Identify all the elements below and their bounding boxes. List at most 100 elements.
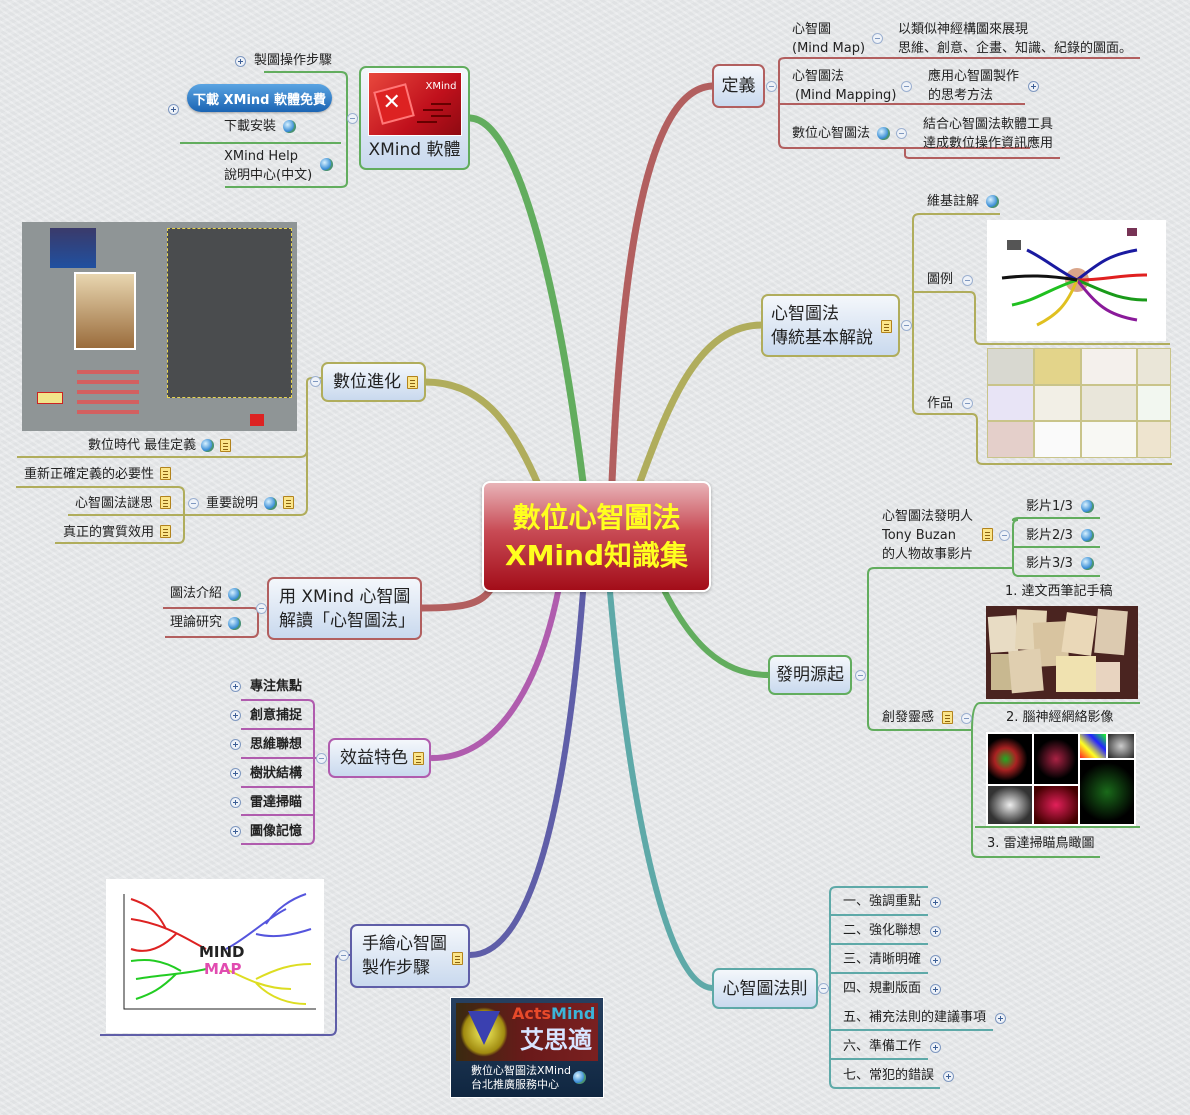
benefit-item[interactable]: 專注焦點 — [250, 679, 303, 694]
rule-item[interactable]: 六、準備工作 — [843, 1039, 922, 1054]
globe-link-icon[interactable] — [877, 127, 890, 140]
globe-link-icon[interactable] — [573, 1071, 586, 1084]
origin-video[interactable]: 影片2/3 — [1026, 528, 1073, 543]
note-icon[interactable] — [160, 525, 171, 538]
origin-inventor[interactable]: 心智圖法發明人 Tony Buzan 的人物故事影片 — [882, 509, 974, 562]
benefit-item[interactable]: 圖像記憶 — [250, 824, 303, 839]
topic-benefits[interactable]: 效益特色 — [328, 738, 431, 778]
rule-item[interactable]: 四、規劃版面 — [843, 981, 922, 996]
collapse-digital-icon[interactable] — [310, 376, 321, 387]
topic-traditional[interactable]: 心智圖法 傳統基本解說 — [761, 294, 900, 357]
digital-effect[interactable]: 真正的實質效用 — [63, 525, 155, 540]
expand-benefit-icon[interactable] — [230, 797, 241, 808]
collapse-handdraw-icon[interactable] — [338, 950, 349, 961]
collapse-rules-icon[interactable] — [818, 983, 829, 994]
topic-digital-evolution[interactable]: 數位進化 — [321, 362, 426, 402]
globe-link-icon[interactable] — [264, 497, 277, 510]
collapse-example-icon[interactable] — [962, 275, 973, 286]
inspiration-radar[interactable]: 3. 雷達掃瞄鳥瞰圖 — [987, 836, 1095, 851]
note-icon[interactable] — [881, 320, 892, 333]
globe-link-icon[interactable] — [986, 195, 999, 208]
def-digital-desc[interactable]: 結合心智圖法軟體工具 達成數位操作資訊應用 — [923, 117, 1054, 151]
expand-benefit-icon[interactable] — [230, 768, 241, 779]
inspiration-davinci[interactable]: 1. 達文西筆記手稿 — [1005, 584, 1113, 599]
central-topic[interactable]: 數位心智圖法 XMind知識集 — [482, 481, 711, 592]
topic-rules[interactable]: 心智圖法則 — [712, 968, 818, 1009]
xmind-help[interactable]: XMind Help 說明中心(中文) — [224, 149, 313, 183]
expand-steps-icon[interactable] — [235, 56, 246, 67]
expand-benefit-icon[interactable] — [230, 681, 241, 692]
collapse-works-icon[interactable] — [962, 398, 973, 409]
expand-rule-icon[interactable] — [930, 984, 941, 995]
benefit-item[interactable]: 創意捕捉 — [250, 708, 303, 723]
note-icon[interactable] — [220, 439, 231, 452]
def-mindmap-desc[interactable]: 以類似神經構圖來展現 思維、創意、企畫、知識、紀錄的圖面。 — [898, 22, 1133, 56]
note-icon[interactable] — [283, 496, 294, 509]
xmind-steps[interactable]: 製圖操作步驟 — [254, 53, 333, 68]
globe-link-icon[interactable] — [320, 158, 333, 171]
topic-interpret[interactable]: 用 XMind 心智圖 解讀「心智圖法」 — [267, 577, 422, 640]
topic-definition[interactable]: 定義 — [712, 64, 765, 108]
expand-mindmapping-desc-icon[interactable] — [1028, 81, 1039, 92]
expand-rule-icon[interactable] — [943, 1071, 954, 1082]
inspiration-neural[interactable]: 2. 腦神經網絡影像 — [1006, 710, 1114, 725]
globe-link-icon[interactable] — [228, 588, 241, 601]
collapse-xmind-icon[interactable] — [347, 113, 358, 124]
note-icon[interactable] — [452, 952, 463, 965]
note-icon[interactable] — [413, 752, 424, 765]
globe-link-icon[interactable] — [1081, 529, 1094, 542]
rule-item[interactable]: 三、清晰明確 — [843, 952, 922, 967]
globe-link-icon[interactable] — [1081, 557, 1094, 570]
expand-benefit-icon[interactable] — [230, 826, 241, 837]
collapse-inspiration-icon[interactable] — [961, 713, 972, 724]
expand-benefit-icon[interactable] — [230, 739, 241, 750]
rule-item[interactable]: 七、常犯的錯誤 — [843, 1068, 935, 1083]
def-mindmapping-label[interactable]: 心智圖法 (Mind Mapping) — [792, 69, 897, 103]
def-mindmap-label[interactable]: 心智圖 (Mind Map) — [792, 22, 866, 56]
origin-video[interactable]: 影片1/3 — [1026, 499, 1073, 514]
def-mindmapping-desc[interactable]: 應用心智圖製作 的思考方法 — [928, 69, 1020, 103]
digital-myth[interactable]: 心智圖法謎思 — [75, 496, 154, 511]
note-icon[interactable] — [982, 528, 993, 541]
interpret-item[interactable]: 理論研究 — [170, 615, 223, 630]
rule-item[interactable]: 二、強化聯想 — [843, 923, 922, 938]
collapse-definition-icon[interactable] — [766, 81, 777, 92]
collapse-origin-icon[interactable] — [855, 670, 866, 681]
traditional-wiki[interactable]: 維基註解 — [927, 194, 980, 209]
collapse-benefits-icon[interactable] — [316, 753, 327, 764]
note-icon[interactable] — [942, 711, 953, 724]
topic-handdraw[interactable]: 手繪心智圖 製作步驟 — [350, 924, 470, 988]
digital-redefine[interactable]: 重新正確定義的必要性 — [24, 467, 155, 482]
traditional-works[interactable]: 作品 — [927, 396, 954, 411]
globe-link-icon[interactable] — [228, 617, 241, 630]
digital-caption[interactable]: 數位時代 最佳定義 — [88, 438, 197, 453]
digital-important[interactable]: 重要說明 — [206, 496, 259, 511]
xmind-install[interactable]: 下載安裝 — [224, 119, 277, 134]
note-icon[interactable] — [160, 467, 171, 480]
def-digital-label[interactable]: 數位心智圖法 — [792, 126, 871, 141]
expand-rule-icon[interactable] — [930, 926, 941, 937]
expand-download-icon[interactable] — [168, 104, 179, 115]
expand-rule-icon[interactable] — [930, 1042, 941, 1053]
benefit-item[interactable]: 雷達掃瞄 — [250, 795, 303, 810]
origin-video[interactable]: 影片3/3 — [1026, 556, 1073, 571]
collapse-important-icon[interactable] — [188, 498, 199, 509]
rule-item[interactable]: 五、補充法則的建議事項 — [843, 1010, 987, 1025]
globe-link-icon[interactable] — [1081, 500, 1094, 513]
globe-link-icon[interactable] — [201, 439, 214, 452]
collapse-mindmap-icon[interactable] — [872, 33, 883, 44]
interpret-item[interactable]: 圖法介紹 — [170, 586, 223, 601]
actsmind-logo[interactable]: ActsMind 艾思適 數位心智圖法XMind 台北推廣服務中心 — [450, 997, 604, 1098]
traditional-example[interactable]: 圖例 — [927, 272, 954, 287]
globe-link-icon[interactable] — [283, 120, 296, 133]
note-icon[interactable] — [160, 496, 171, 509]
benefit-item[interactable]: 樹狀結構 — [250, 766, 303, 781]
topic-origin[interactable]: 發明源起 — [768, 655, 852, 695]
expand-rule-icon[interactable] — [930, 897, 941, 908]
topic-xmind-software[interactable]: ✕ XMind XMind 軟體 — [359, 66, 470, 170]
collapse-mindmapping-icon[interactable] — [901, 81, 912, 92]
origin-inspiration[interactable]: 創發靈感 — [882, 710, 935, 725]
collapse-inventor-icon[interactable] — [999, 530, 1010, 541]
collapse-interpret-icon[interactable] — [256, 603, 267, 614]
collapse-traditional-icon[interactable] — [901, 320, 912, 331]
